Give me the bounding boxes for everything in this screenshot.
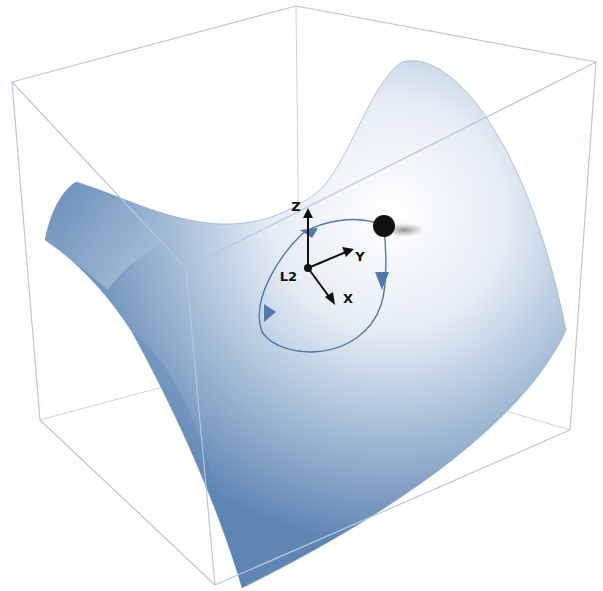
ball [373,215,395,237]
axis-label: X [343,292,353,305]
box-edge [12,6,596,585]
saddle-surface [45,61,566,588]
axis-label: L2 [280,270,297,283]
axis-label: Y [355,250,364,263]
axis-label: Z [291,200,300,213]
axis [308,214,346,298]
orbit-arrow [264,228,389,322]
axis-arrowhead [303,208,354,305]
l2-point [304,264,312,272]
saddle-front-shade [132,332,242,588]
orbit [259,220,385,352]
